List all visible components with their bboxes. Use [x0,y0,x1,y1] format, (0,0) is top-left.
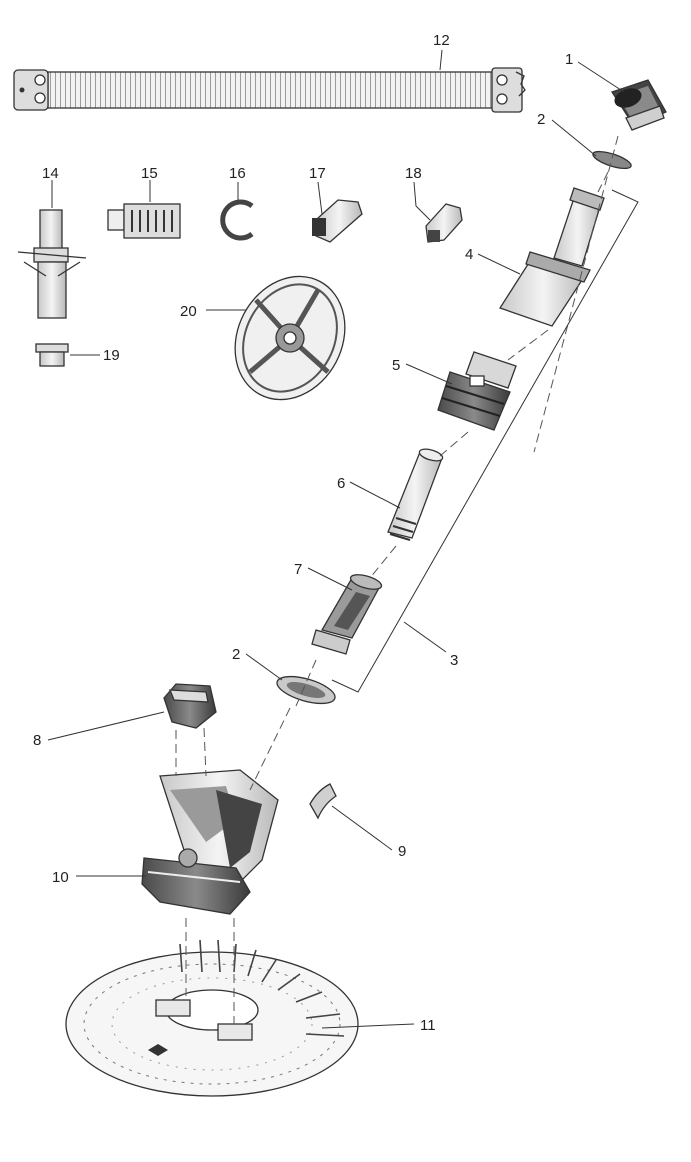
assembly-axis-lines [175,135,619,1024]
elbow-fitting-part-17 [312,199,363,243]
callout-labels: 1 2 3 4 5 6 7 2 8 9 10 11 12 14 15 16 17… [33,32,573,1034]
callout-2-lower: 2 [232,646,240,663]
callout-17: 17 [309,165,326,182]
callout-2-upper: 2 [537,111,545,128]
leader-lines [47,49,625,1029]
o-ring-part-lower [276,675,336,705]
callout-3: 3 [450,652,458,669]
callout-14: 14 [42,165,59,182]
clip-part [309,783,337,820]
callout-16: 16 [229,165,246,182]
callout-7: 7 [294,561,302,578]
valve-body-part [311,574,383,655]
group-bracket [331,189,639,693]
callout-20: 20 [180,303,197,320]
inner-tube-part [387,448,444,541]
callout-11: 11 [420,1017,436,1034]
adapter-cone-part [35,343,69,367]
leaf-valve-part [107,203,181,239]
callout-1: 1 [565,51,573,68]
coupling-nut-part [437,351,517,431]
bumper-wheel-part [234,275,346,401]
elbow-fitting-part-18 [425,203,463,243]
swivel-cap-part [610,79,667,131]
callout-4: 4 [465,246,473,263]
swivel-tube-part [499,187,605,327]
flow-gauge-part [17,209,87,319]
skirt-disc-part [65,939,359,1097]
callout-19: 19 [103,347,120,364]
hose-section-part [13,67,526,113]
callout-18: 18 [405,165,422,182]
c-clip-part [220,199,254,241]
callout-8: 8 [33,732,41,749]
cleaner-body-part [141,769,279,915]
callout-12: 12 [433,32,450,49]
o-ring-part-upper [592,150,632,170]
callout-6: 6 [337,475,345,492]
callout-5: 5 [392,357,400,374]
top-cover-part [163,683,217,729]
callout-9: 9 [398,843,406,860]
callout-10: 10 [52,869,69,886]
callout-15: 15 [141,165,158,182]
